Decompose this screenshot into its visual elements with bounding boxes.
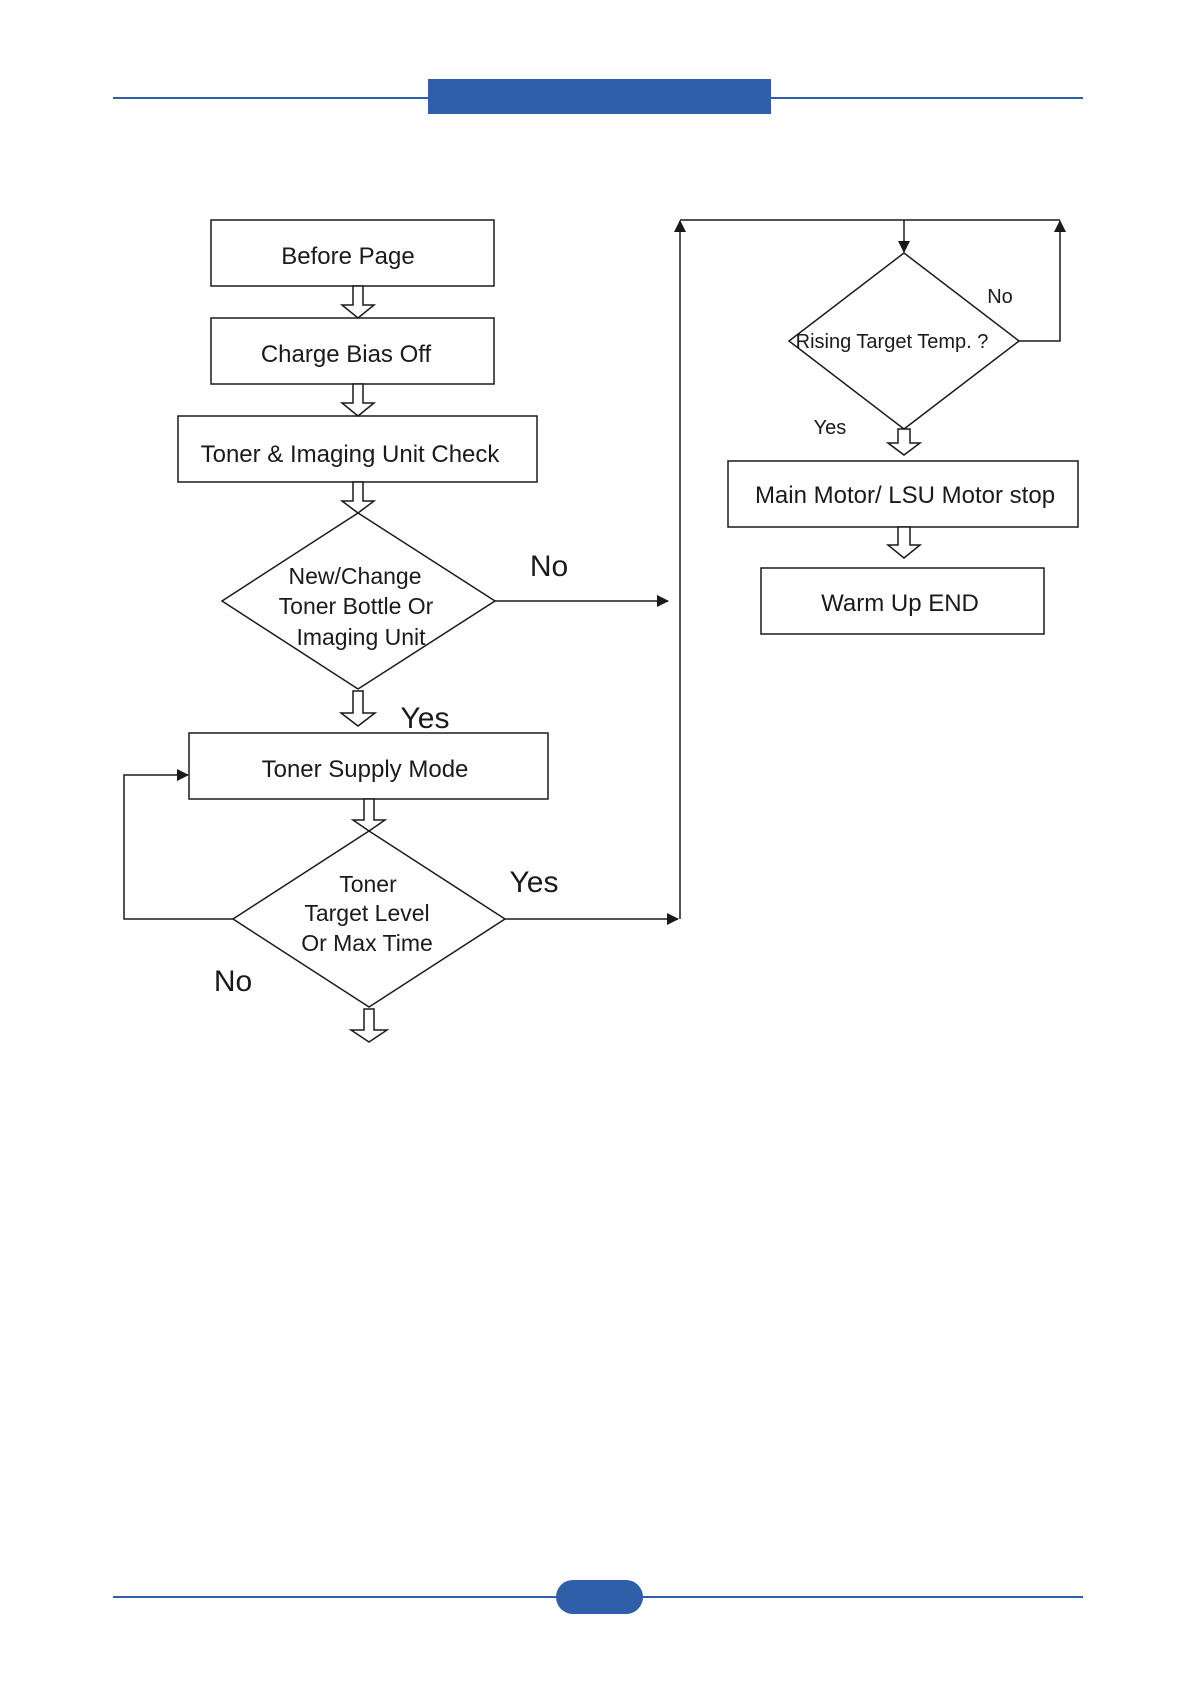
new-change-label-line1: New/Change — [289, 563, 422, 589]
down-arrow-icon — [342, 482, 374, 513]
yes-label-1: Yes — [401, 702, 450, 735]
yes-label-2: Yes — [510, 866, 559, 899]
down-arrow-icon — [342, 286, 374, 318]
charge-bias-off-label: Charge Bias Off — [261, 341, 432, 368]
no-label-3: No — [987, 286, 1013, 308]
down-arrow-icon — [342, 384, 374, 416]
new-change-label-line2: Toner Bottle Or — [279, 593, 434, 619]
new-change-label-line3: Imaging Unit — [296, 624, 426, 650]
toner-imaging-check-label: Toner & Imaging Unit Check — [201, 441, 501, 468]
no-label-1: No — [530, 550, 568, 583]
target-level-label-line2: Target Level — [304, 900, 429, 926]
rising-temp-no-loop — [1019, 221, 1060, 341]
down-arrow-icon — [888, 527, 920, 558]
yes-label-3: Yes — [814, 417, 847, 439]
target-level-label-line3: Or Max Time — [301, 930, 433, 956]
toner-supply-mode-label: Toner Supply Mode — [262, 756, 469, 783]
down-arrow-icon — [351, 1009, 387, 1042]
motor-stop-label: Main Motor/ LSU Motor stop — [755, 482, 1055, 509]
target-level-label-line1: Toner — [339, 871, 397, 897]
before-page-label: Before Page — [281, 243, 414, 270]
down-arrow-icon — [888, 429, 920, 455]
rising-temp-label: Rising Target Temp. ? — [796, 331, 989, 353]
warm-up-end-label: Warm Up END — [821, 590, 979, 617]
no-label-2: No — [214, 965, 252, 998]
down-arrow-icon — [353, 799, 385, 831]
down-arrow-icon — [341, 691, 375, 726]
